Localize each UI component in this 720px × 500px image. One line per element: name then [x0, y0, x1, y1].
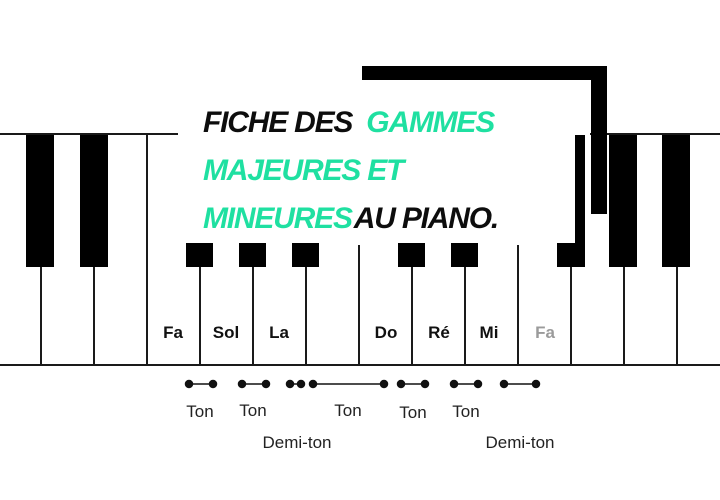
title-line-1: FICHE DES GAMMES — [203, 106, 495, 140]
interval-connectors — [184, 379, 541, 389]
title-text-accent: GAMMES — [366, 106, 495, 139]
interval-label-demi-ton: Demi-ton — [485, 433, 555, 452]
note-label-fa-octave: Fa — [535, 323, 555, 342]
title-text-accent: MINEURES — [203, 202, 353, 235]
black-key — [26, 135, 54, 267]
title-text-dark: FICHE DES — [203, 106, 353, 139]
interval-connector — [396, 379, 430, 389]
black-key — [451, 243, 478, 267]
keyboard-top-edge-left — [0, 133, 178, 135]
keyboard-top-edge-right — [588, 133, 720, 135]
white-key-divider — [517, 135, 519, 365]
interval-connector — [184, 379, 218, 389]
title-line-3: MINEURESAU PIANO. — [203, 202, 499, 236]
interval-connector — [308, 379, 389, 389]
interval-connector — [499, 379, 541, 389]
interval-connector — [285, 379, 306, 389]
keyboard-bottom-edge — [0, 364, 720, 366]
interval-label-ton: Ton — [452, 402, 480, 421]
title-text-dark: AU PIANO. — [353, 202, 499, 235]
title-panel — [180, 100, 590, 245]
note-label-fa: Fa — [163, 323, 183, 342]
interval-label-ton: Ton — [334, 401, 362, 420]
interval-label-ton: Ton — [186, 402, 214, 421]
note-label-re: Ré — [428, 323, 450, 342]
note-label-la: La — [269, 323, 289, 342]
black-key — [662, 135, 690, 267]
decorative-bracket-top — [362, 66, 607, 80]
interval-label-ton: Ton — [399, 403, 427, 422]
interval-label-ton: Ton — [239, 401, 267, 420]
black-key — [239, 243, 266, 267]
title-text-accent: MAJEURES ET — [203, 154, 404, 187]
interval-label-demi-ton: Demi-ton — [262, 433, 332, 452]
white-key-divider — [358, 135, 360, 365]
interval-connector — [449, 379, 483, 389]
white-key-divider — [146, 135, 148, 365]
title-line-2: MAJEURES ET — [203, 154, 404, 188]
black-key — [292, 243, 319, 267]
black-key — [186, 243, 213, 267]
black-key — [609, 135, 637, 267]
note-label-sol: Sol — [212, 323, 240, 342]
black-key — [398, 243, 425, 267]
note-label-mi: Mi — [479, 323, 499, 342]
decorative-bracket-right — [591, 66, 607, 214]
black-key — [80, 135, 108, 267]
interval-connector — [237, 379, 271, 389]
black-key — [575, 135, 585, 267]
note-label-do: Do — [374, 323, 398, 342]
